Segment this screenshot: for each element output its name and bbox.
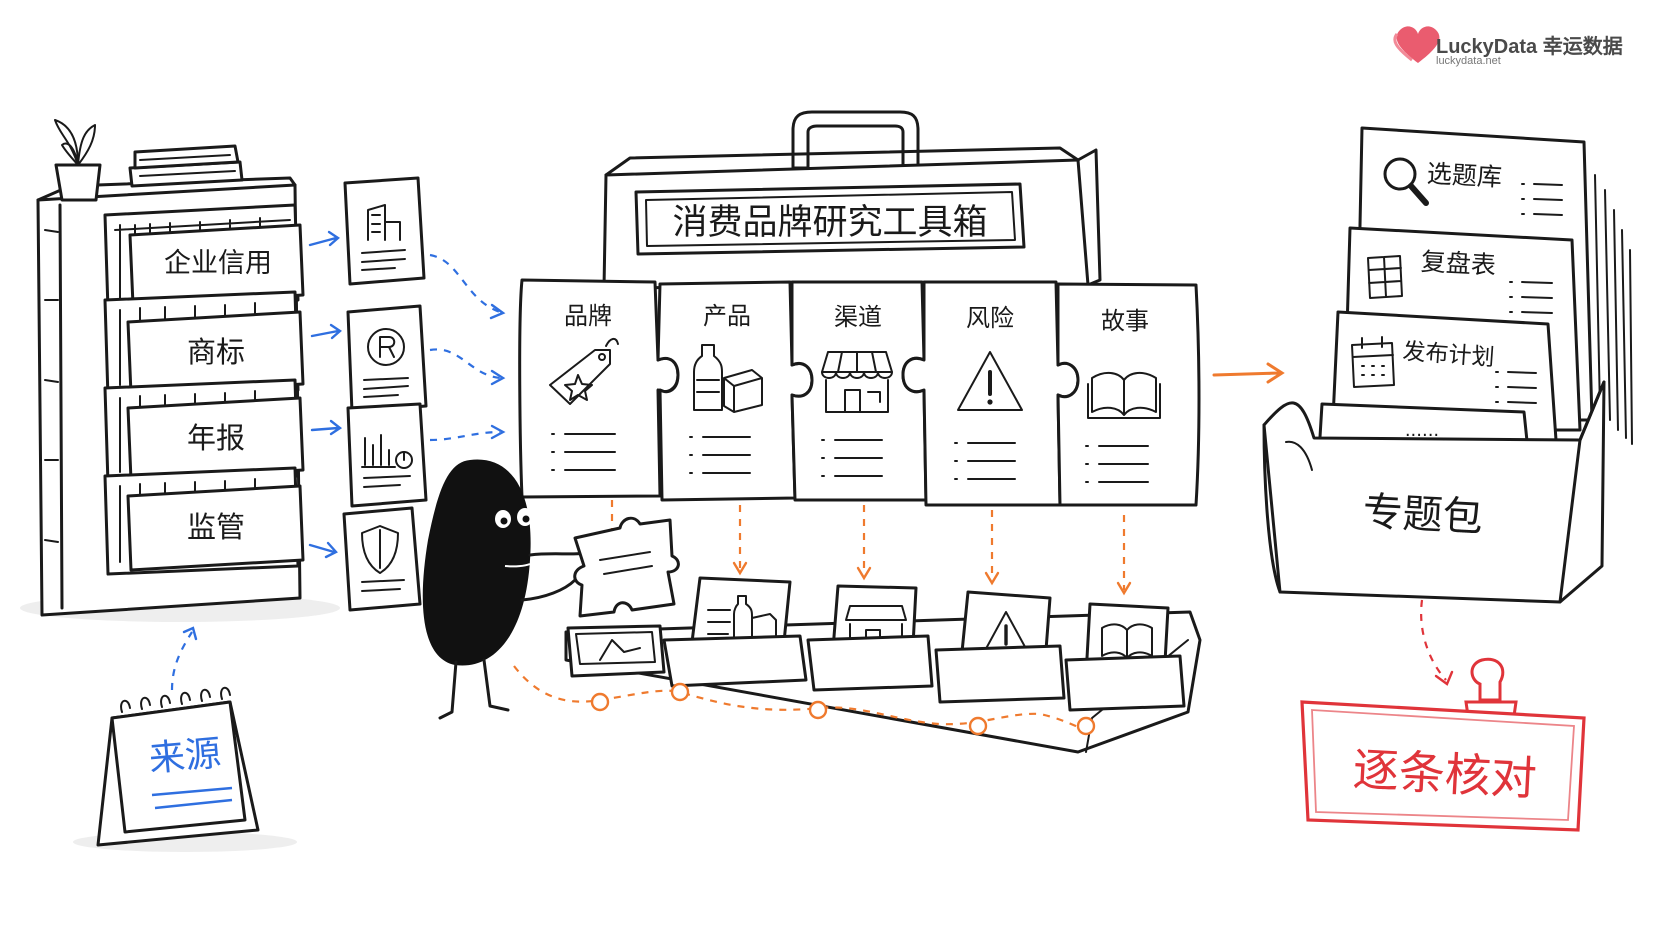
drawer-4[interactable]: 监管 (103, 466, 305, 576)
source-calendar: 来源 (73, 686, 297, 852)
drawer-label: 监管 (187, 510, 245, 544)
flow-path (513, 665, 1096, 736)
calendar-label: 来源 (147, 733, 222, 780)
drawer-3[interactable]: 年报 (103, 378, 305, 486)
heart-logo (1393, 26, 1440, 63)
stamp-handle (1464, 657, 1518, 718)
module-label: 风险 (966, 304, 1014, 332)
table-icon (1367, 255, 1403, 299)
building-icon (367, 204, 401, 241)
drawer-label: 企业信用 (164, 248, 272, 279)
bar-chart-icon (361, 434, 413, 469)
warning-icon (957, 351, 1023, 411)
source-doc-trademark (346, 304, 428, 414)
tray-1 (566, 624, 666, 678)
brand-url[interactable]: luckydata.net (1436, 55, 1501, 67)
shield-icon (361, 525, 399, 574)
module-label: 产品 (703, 302, 751, 330)
tray-product (662, 576, 808, 688)
tray-risk (934, 590, 1066, 704)
module-story[interactable]: 故事 (1056, 282, 1201, 507)
module-label: 故事 (1101, 307, 1149, 335)
source-doc-chart (346, 402, 428, 508)
tray-channel (806, 584, 934, 692)
module-risk[interactable]: 风险 (901, 280, 1080, 507)
topic-package: 选题库 复盘表 发布计划 ...... (1262, 126, 1633, 604)
calendar-to-cabinet-arrow (170, 626, 198, 691)
calendar-icon (1351, 336, 1395, 388)
tray-story (1064, 602, 1186, 712)
toolbox-to-output-arrow (1212, 362, 1285, 384)
drawer-label: 年报 (187, 421, 245, 455)
verify-stamp: 逐条核对 (1300, 599, 1586, 832)
toolbox: 消费品牌研究工具箱 (602, 110, 1102, 290)
registered-trademark-icon (367, 328, 405, 366)
module-to-tray-arrows (610, 500, 1132, 596)
stamp-text: 逐条核对 (1352, 742, 1539, 806)
drawer-to-doc-arrows (308, 230, 343, 559)
module-label: 渠道 (834, 303, 882, 331)
magnifier-icon (1383, 157, 1429, 206)
module-channel[interactable]: 渠道 (790, 280, 928, 502)
doc-to-toolbox-flows (429, 253, 506, 442)
bean-character (422, 459, 680, 720)
module-product[interactable]: 产品 (656, 280, 814, 502)
folder-label: 复盘表 (1420, 247, 1496, 280)
module-label: 品牌 (564, 302, 612, 330)
brand-name[interactable]: LuckyData 幸运数据 (1436, 36, 1623, 58)
drawer-label: 商标 (187, 335, 245, 369)
open-book-icon (1087, 372, 1161, 419)
module-brand[interactable]: 品牌 (518, 278, 680, 499)
drawer-2[interactable]: 商标 (103, 290, 305, 400)
tag-icon (549, 338, 619, 405)
drawer-1[interactable]: 企业信用 (103, 203, 305, 312)
source-doc-shield (342, 506, 422, 612)
folder-label: 发布计划 (1402, 339, 1496, 371)
bottle-box-icon (693, 344, 763, 413)
storefront-icon (821, 351, 893, 413)
source-doc-building (343, 176, 426, 286)
folder-label: 选题库 (1426, 159, 1502, 192)
more-indicator: ...... (1405, 420, 1439, 441)
package-label: 专题包 (1362, 489, 1484, 541)
toolbox-title: 消费品牌研究工具箱 (672, 203, 987, 243)
